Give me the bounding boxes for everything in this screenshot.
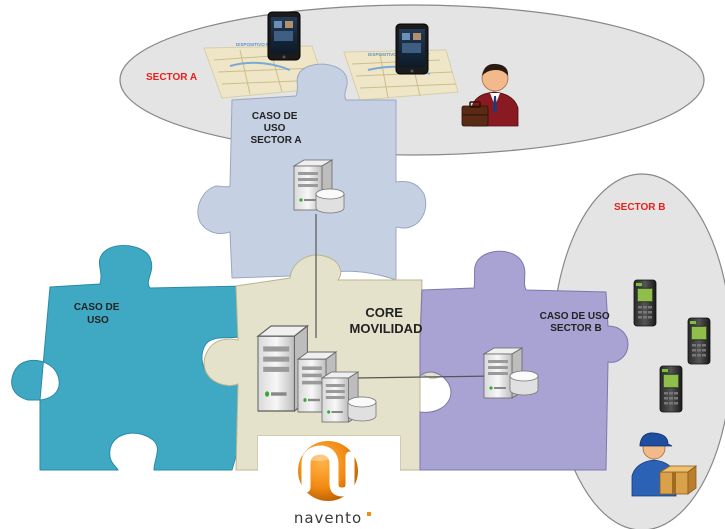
mobile-terminal-icon (687, 317, 711, 365)
logo-wordmark: navento (294, 509, 362, 527)
mobile-terminal-icon (659, 365, 683, 413)
delivery-man-icon (631, 432, 698, 497)
puzzle-piece-sector-b (419, 250, 629, 471)
connection-line-sector-b (355, 375, 497, 379)
businessman-icon (461, 63, 519, 127)
piece-generic-label: CASO DE USO (74, 302, 122, 326)
sector-b-label: SECTOR B (614, 202, 666, 213)
tablet-icon (267, 11, 301, 61)
navento-logo: navento (258, 436, 400, 529)
piece-sector-b-label: CASO DE USO SECTOR B (540, 311, 613, 334)
piece-sector-a-label: CASO DE USO SECTOR A (250, 111, 301, 146)
tablet-screen-text-left: DISPOSITIVO MÓVIL TABLET (236, 41, 298, 47)
tablet-icon (395, 23, 429, 75)
mobile-terminal-icon (633, 279, 657, 327)
piece-core-label: CORE MOVILIDAD (350, 305, 423, 336)
puzzle-piece-generic (11, 244, 247, 471)
sector-a-label: SECTOR A (146, 72, 197, 83)
